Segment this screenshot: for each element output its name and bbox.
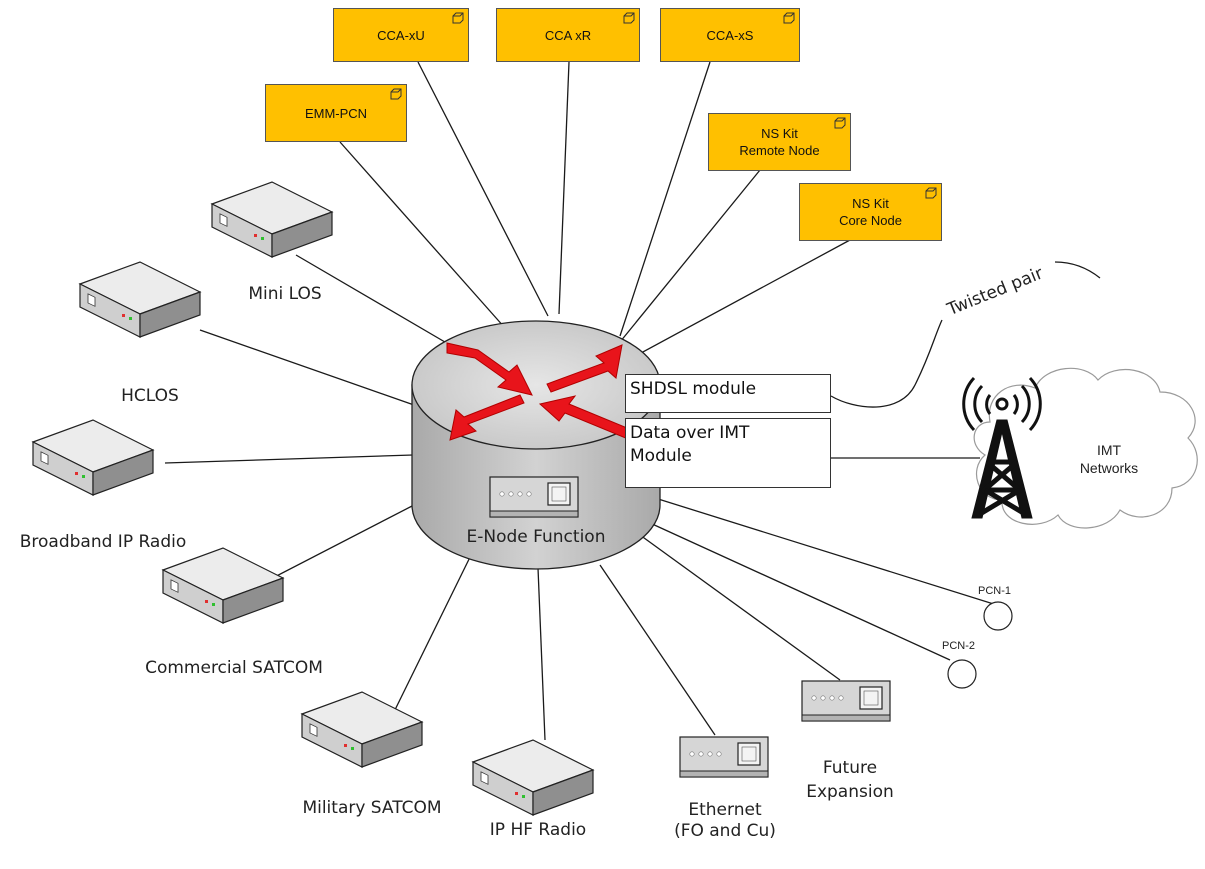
commercial-satcom-label: Commercial SATCOM	[145, 658, 323, 678]
cube-icon	[390, 88, 402, 100]
mini-los-device	[211, 181, 333, 258]
package-label: CCA-xU	[377, 27, 425, 43]
ip-hf-radio-label: IP HF Radio	[489, 820, 587, 840]
pcn-2-node	[947, 659, 977, 689]
future-expansion-device	[801, 680, 891, 722]
broadband-ip-radio-label: Broadband IP Radio	[19, 532, 187, 552]
future-expansion-label: Future Expansion	[806, 758, 894, 802]
cube-icon	[623, 12, 635, 24]
package-ns-kit-remote: NS Kit Remote Node	[708, 113, 851, 171]
pcn-1-node	[983, 601, 1013, 631]
cube-icon	[925, 187, 937, 199]
pcn-1-label: PCN-1	[978, 585, 1012, 597]
antenna-tower-icon	[962, 376, 1042, 519]
package-ns-kit-core: NS Kit Core Node	[799, 183, 942, 241]
e-node-cylinder	[411, 320, 661, 570]
package-label: NS Kit Core Node	[839, 196, 902, 228]
package-emm-pcn: EMM-PCN	[265, 84, 407, 142]
package-label: CCA xR	[544, 27, 592, 43]
ip-hf-radio-device	[472, 739, 594, 816]
commercial-satcom-device	[162, 547, 284, 624]
military-satcom-label: Military SATCOM	[302, 798, 442, 818]
ethernet-device	[679, 736, 769, 778]
package-label: EMM-PCN	[304, 105, 368, 121]
cube-icon	[783, 12, 795, 24]
imt-networks-label: IMT Networks	[1079, 442, 1139, 476]
package-cca-xs: CCA-xS	[660, 8, 800, 62]
package-label: CCA-xS	[706, 27, 754, 43]
cube-icon	[452, 12, 464, 24]
broadband-ip-radio-device	[32, 419, 154, 496]
shdsl-module: SHDSL module	[625, 374, 831, 413]
connection-lines	[164, 61, 1101, 741]
hclos-device	[79, 261, 201, 338]
military-satcom-device	[301, 691, 423, 768]
package-cca-xu: CCA-xU	[333, 8, 469, 62]
mini-los-label: Mini LOS	[248, 284, 322, 304]
ethernet-label: Ethernet (FO and Cu)	[674, 800, 776, 841]
cube-icon	[834, 117, 846, 129]
package-label: NS Kit Remote Node	[739, 126, 820, 158]
package-cca-xr: CCA xR	[496, 8, 640, 62]
hclos-label: HCLOS	[121, 386, 179, 406]
e-node-label: E-Node Function	[466, 527, 606, 547]
pcn-2-label: PCN-2	[942, 640, 976, 652]
data-over-imt-module: Data over IMT Module	[625, 418, 831, 488]
